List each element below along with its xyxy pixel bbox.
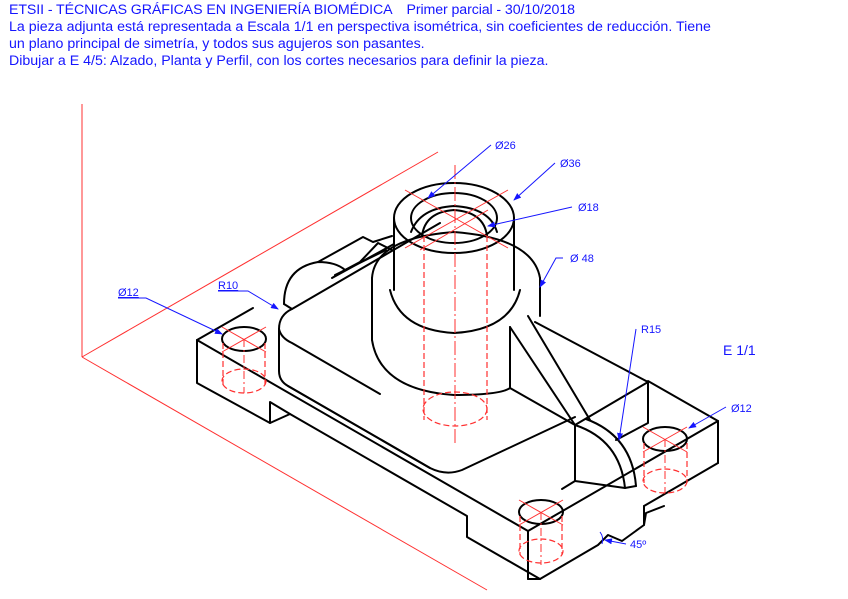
- header-title-line: ETSII - TÉCNICAS GRÁFICAS EN INGENIERÍA …: [9, 2, 711, 19]
- course-title: ETSII - TÉCNICAS GRÁFICAS EN INGENIERÍA …: [9, 2, 393, 18]
- statement-line-1: La pieza adjunta está representada a Esc…: [9, 19, 711, 35]
- dim-d48: Ø 48: [570, 253, 594, 265]
- reference-axes: [81, 104, 488, 591]
- problem-header: ETSII - TÉCNICAS GRÁFICAS EN INGENIERÍA …: [9, 2, 711, 70]
- dimension-labels: Ø26 Ø36 Ø18 Ø 48 Ø12 R10 R15 Ø12 45º E 1…: [118, 140, 756, 551]
- scale-label: E 1/1: [723, 342, 756, 358]
- exam-date: Primer parcial - 30/10/2018: [406, 2, 575, 18]
- dim-d12-left: Ø12: [118, 287, 139, 299]
- hidden-lines: [221, 236, 688, 564]
- dim-r10: R10: [218, 280, 238, 292]
- dim-d36: Ø36: [560, 158, 581, 170]
- statement-line-2: un plano principal de simetría, y todos …: [9, 36, 425, 52]
- part-outline: [196, 182, 719, 580]
- dim-d26: Ø26: [495, 140, 516, 152]
- dim-d12-right: Ø12: [731, 403, 752, 415]
- dim-r15: R15: [641, 324, 661, 336]
- instruction-line: Dibujar a E 4/5: Alzado, Planta y Perfil…: [9, 53, 549, 69]
- center-lines: [221, 165, 688, 565]
- dim-d18: Ø18: [578, 202, 599, 214]
- dimension-leaders: [118, 144, 727, 545]
- dim-angle-45: 45º: [630, 539, 646, 551]
